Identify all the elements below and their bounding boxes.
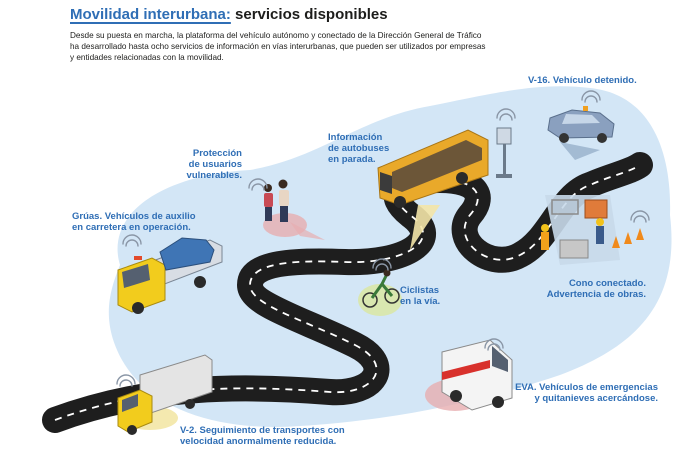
car-shadow bbox=[560, 142, 600, 160]
tow-truck-illustration bbox=[117, 237, 223, 314]
towed-car bbox=[159, 237, 215, 271]
bus-stop-base bbox=[496, 174, 512, 178]
slow-truck-illustration bbox=[117, 354, 213, 435]
tow-cab-window bbox=[122, 264, 150, 288]
wifi-arc-ambulance bbox=[484, 338, 504, 351]
roadworks-illustration bbox=[541, 195, 644, 265]
pedestrians-illustration bbox=[263, 179, 325, 240]
tow-wheel-front bbox=[132, 302, 144, 314]
cyclist-alert-zone bbox=[358, 284, 402, 316]
pedestrian-beam bbox=[290, 222, 325, 240]
wifi-arc-tow bbox=[122, 234, 142, 247]
title-accent: Movilidad interurbana: bbox=[70, 6, 231, 23]
label-ciclistas: Ciclistas en la vía. bbox=[400, 285, 441, 307]
traffic-cone-icon bbox=[612, 228, 644, 248]
cone-3 bbox=[636, 228, 644, 240]
bus-windows bbox=[392, 140, 482, 192]
label-bus: Información de autobuses en parada. bbox=[328, 132, 390, 165]
tow-wheel-rear bbox=[194, 276, 206, 288]
truck-wheel-rear bbox=[185, 399, 195, 409]
pedestrian-alert-zone bbox=[263, 213, 307, 237]
cyclist-illustration bbox=[358, 269, 402, 316]
cone-1 bbox=[612, 236, 620, 248]
cyclist-head bbox=[383, 269, 391, 277]
roadworks-fence bbox=[551, 199, 579, 215]
bus-beam bbox=[410, 205, 440, 250]
page-subtitle: Desde su puesta en marcha, la plataforma… bbox=[70, 31, 486, 62]
page-title: Movilidad interurbana: servicios disponi… bbox=[70, 6, 490, 24]
label-gruas: Grúas. Vehículos de auxilio en carretera… bbox=[72, 211, 196, 233]
pedestrian-1-head bbox=[264, 184, 272, 192]
bus-stop-sign-icon bbox=[496, 127, 512, 178]
bus-wheel-front bbox=[394, 196, 406, 208]
ambulance-stripe bbox=[442, 360, 490, 380]
winding-road bbox=[42, 152, 653, 433]
stopped-car-v16 bbox=[547, 106, 615, 160]
wifi-signal-icon bbox=[116, 90, 650, 387]
wifi-arc-bus bbox=[496, 108, 516, 121]
wifi-arc-truck bbox=[116, 374, 136, 387]
tow-beacon bbox=[134, 256, 142, 260]
ambulance-illustration bbox=[425, 339, 513, 411]
cone-2 bbox=[624, 232, 632, 244]
v16-beacon bbox=[583, 106, 588, 111]
label-v16: V-16. Vehículo detenido. bbox=[528, 75, 637, 86]
material-stack bbox=[559, 239, 589, 259]
ambulance-wheel-front bbox=[492, 396, 504, 408]
wifi-arc-cyclist bbox=[372, 258, 392, 271]
label-v2: V-2. Seguimiento de transportes con velo… bbox=[180, 425, 345, 447]
road-lane-markings bbox=[54, 164, 641, 421]
car-wheel-rear bbox=[597, 133, 607, 143]
pedestrian-1-body bbox=[264, 193, 273, 207]
worker-1-body bbox=[541, 232, 549, 250]
car-wheel-front bbox=[559, 133, 569, 143]
bus-stop-panel bbox=[496, 127, 512, 145]
label-vulnerable: Protección de usuarios vulnerables. bbox=[186, 148, 242, 181]
worker-2-body bbox=[596, 226, 604, 244]
header: Movilidad interurbana: servicios disponi… bbox=[70, 6, 490, 63]
wifi-arc-pedestrians bbox=[248, 178, 268, 191]
truck-cab-window bbox=[122, 394, 138, 412]
truck-wheel-front bbox=[127, 425, 137, 435]
bike-wheel-rear bbox=[362, 292, 378, 308]
car-windows bbox=[562, 114, 600, 124]
pedestrian-2-body bbox=[279, 190, 289, 206]
worker-2-head bbox=[596, 218, 604, 226]
title-rest: servicios disponibles bbox=[230, 6, 388, 23]
pedestrian-2-head bbox=[278, 179, 288, 189]
wifi-arc-v16 bbox=[581, 90, 601, 103]
ambulance-wheel-rear bbox=[450, 390, 462, 402]
bike-wheel-front bbox=[384, 288, 400, 304]
ambulance-windshield bbox=[492, 346, 508, 372]
pedestrian-1-legs bbox=[265, 207, 272, 221]
car-body bbox=[547, 109, 615, 139]
bus-front-glass bbox=[380, 172, 392, 194]
worker-1-head bbox=[541, 224, 549, 232]
pedestrian-2-legs bbox=[280, 206, 288, 222]
roadworks-barrier bbox=[584, 199, 608, 219]
bus-illustration bbox=[377, 129, 489, 250]
label-eva: EVA. Vehículos de emergencias y quitanie… bbox=[515, 382, 658, 404]
bus-stop-pole bbox=[503, 140, 506, 175]
bus-wheel-rear bbox=[456, 172, 468, 184]
cyclist-body bbox=[370, 275, 394, 299]
label-obras: Cono conectado. Advertencia de obras. bbox=[546, 278, 646, 300]
wifi-arc-roadworks bbox=[630, 210, 650, 223]
